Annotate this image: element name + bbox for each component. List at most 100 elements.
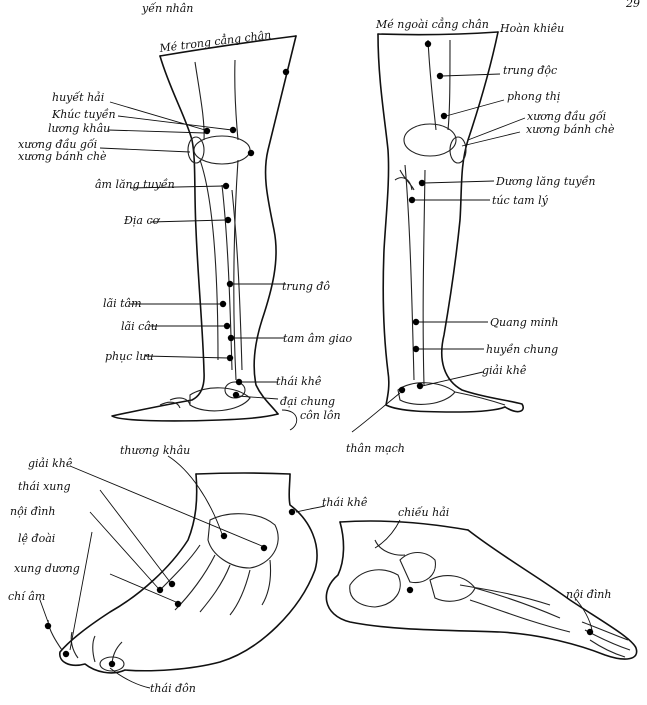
foot-side-point-noi-dinh (586, 628, 594, 636)
label-thai-khe: thái khê (276, 375, 322, 388)
inner-point-thai-khe (235, 378, 243, 386)
label-noi-dinh-right: nội đình (566, 588, 611, 601)
outer-point-huyen-chung (412, 345, 420, 353)
outer-leg-top-edge (377, 31, 499, 36)
foot-point-le-doai (62, 650, 70, 658)
outer-point-quang-minh (412, 318, 420, 326)
outer-ankle-bones (397, 382, 506, 406)
foot-top-bones (159, 513, 279, 616)
inner-leader-lines (99, 101, 298, 431)
outer-tibia (404, 164, 426, 386)
label-outer-giai-khe: giải khê (482, 364, 527, 377)
inner-patella (187, 136, 205, 164)
label-huyen-chung: huyền chung (486, 343, 558, 356)
header-inner-view: yến nhân (141, 2, 193, 15)
label-khuc-tuyen: Khúc tuyền (51, 108, 116, 121)
inner-point-lai-cau (223, 322, 231, 330)
inner-leg-figure: yến nhân Mé trong cẳng chân huyết hải Kh… (18, 2, 353, 431)
foot-side-bones (349, 539, 571, 633)
outer-knee-joint (403, 123, 457, 157)
foot-point-thai-khe (288, 508, 296, 516)
outer-point-giai-khe (416, 382, 424, 390)
foot-top-toes (47, 619, 123, 667)
header-hoan-khieu: Hoàn khiêu (499, 22, 564, 35)
label-dia-co: Địa cơ (123, 214, 161, 227)
outer-point-ankle (398, 386, 406, 394)
label-phong-thi: phong thị (507, 90, 560, 103)
label-thai-xung: thái xung (18, 480, 71, 493)
inner-knee-joint (193, 135, 251, 165)
label-duong-lang-tuyen: Dương lăng tuyền (495, 175, 595, 188)
foot-side-ankle-edge (339, 520, 469, 531)
inner-leg-outline-back (111, 55, 279, 422)
foot-point-chi-am (44, 622, 52, 630)
label-trung-doc: trung độc (503, 64, 557, 77)
foot-top-outline (59, 473, 318, 674)
page-number: 29 (625, 0, 640, 10)
inner-point-lai-tam (219, 300, 227, 308)
outer-point-trung-doc (436, 72, 444, 80)
label-xuong-dau-goi: xương đầu gối (18, 138, 97, 151)
foot-side-leader-lines (374, 519, 593, 631)
foot-side-toes (581, 621, 631, 658)
inner-leg-top-edge (159, 35, 297, 57)
outer-point-duong-lang-tuyen (418, 179, 426, 187)
label-le-doai: lệ đoài (18, 532, 55, 545)
outer-fibula (394, 169, 415, 191)
label-outer-xuong-dau-goi: xương đầu gối (527, 110, 606, 123)
label-xuong-banh-che: xương bánh chè (18, 150, 107, 163)
inner-femur (194, 59, 239, 141)
foot-point-giai-khe (260, 544, 268, 552)
label-chieu-hai: chiếu hải (398, 506, 449, 519)
label-than-mach: thân mạch (346, 442, 405, 455)
label-noi-dinh: nội đình (10, 505, 55, 518)
inner-point-khuc-tuyen (229, 126, 237, 134)
inner-fibula (221, 184, 243, 371)
outer-point-tuc-tam-ly (408, 196, 416, 204)
outer-leg-outline-back (377, 33, 506, 413)
foot-side-point-chieu-hai (406, 586, 414, 594)
header-outer-side: Mé ngoài cẳng chân (375, 17, 489, 31)
label-tam-am-giao: tam âm giao (283, 332, 353, 345)
label-dai-chung: đại chung (280, 395, 335, 408)
inner-ankle-bones (159, 387, 251, 412)
inner-point-huyet-hai (203, 127, 211, 135)
label-thuong-khau: thương khâu (120, 444, 190, 457)
foot-point-thai-xung (168, 580, 176, 588)
foot-side-figure: chiếu hải nội đình (325, 506, 638, 660)
inner-point-trung-do (226, 280, 234, 288)
foot-point-thuong-khau (220, 532, 228, 540)
inner-leg-outline-front (253, 35, 297, 415)
label-foot-thai-khe: thái khê (322, 496, 368, 509)
label-am-lang-tuyen: âm lăng tuyền (95, 178, 175, 191)
foot-top-big-toe-nail (99, 656, 125, 672)
inner-tibia (199, 159, 239, 381)
label-thai-don: thái đôn (150, 682, 196, 695)
foot-top-figure: thương khâu giải khê thái xung nội đình … (8, 444, 368, 695)
outer-point-hoan-khieu (424, 40, 432, 48)
inner-point-am-lang-tuyen (222, 182, 230, 190)
inner-point-dia-co (224, 216, 232, 224)
label-con-lon: côn lôn (300, 409, 341, 422)
outer-leg-outline-front (440, 31, 524, 413)
inner-point-dai-chung (232, 391, 240, 399)
foot-top-ankle-top-edge (195, 472, 291, 475)
inner-point-tam-am-giao (227, 334, 235, 342)
inner-point-luong-khau (247, 149, 255, 157)
inner-point-upper (282, 68, 290, 76)
label-phuc-luu: phục lưu (105, 350, 154, 363)
label-quang-minh: Quang minh (490, 316, 558, 329)
foot-point-thai-don (108, 660, 116, 668)
label-huyet-hai: huyết hải (52, 91, 104, 104)
foot-point-noi-dinh (156, 586, 164, 594)
label-lai-cau: lãi câu (121, 320, 158, 333)
foot-side-outline (325, 521, 638, 660)
label-foot-giai-khe: giải khê (28, 457, 73, 470)
outer-patella (449, 136, 467, 164)
label-lai-tam: lãi tâm (103, 297, 142, 310)
label-trung-do: trung đô (282, 280, 330, 293)
label-luong-khau: lương khâu (48, 122, 110, 135)
label-outer-xuong-banh-che: xương bánh chè (526, 123, 615, 136)
foot-top-leader-lines (39, 455, 326, 689)
outer-leader-lines (351, 73, 526, 433)
